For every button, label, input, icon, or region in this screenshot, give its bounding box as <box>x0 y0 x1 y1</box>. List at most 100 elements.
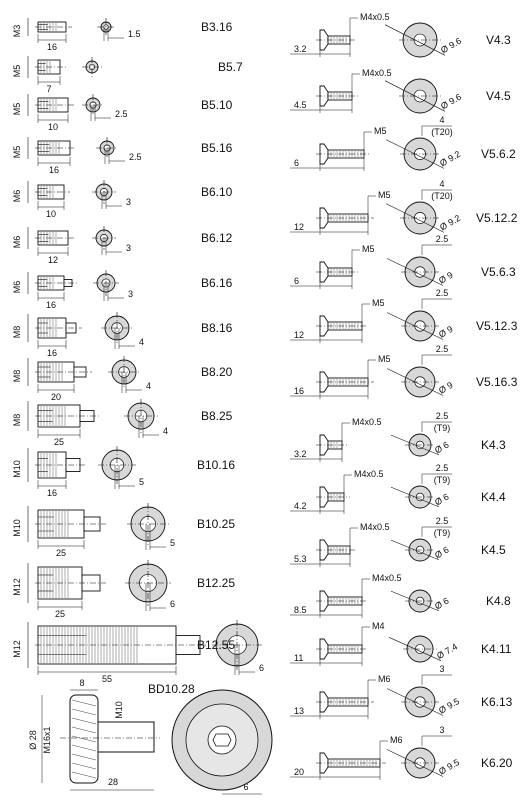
diameter-dimension: 4 <box>163 426 168 436</box>
length-dimension: 12 <box>294 222 304 232</box>
thread-label: M12 <box>12 640 22 658</box>
tip-dimension: 3 <box>439 664 444 674</box>
tip-dimension: 2.5 <box>436 234 449 244</box>
thread-label: M5 <box>374 126 387 136</box>
length-dimension: 12 <box>294 330 304 340</box>
diameter-dimension: Ø 9.6 <box>439 36 463 56</box>
diameter-dimension: 2.5 <box>129 152 142 162</box>
tip-dimension: 2.5 <box>436 463 449 473</box>
thread-label: M4x0.5 <box>372 573 402 583</box>
length-dimension: 6 <box>294 276 299 286</box>
length-dimension: 55 <box>102 674 112 684</box>
thread-label: M4x0.5 <box>360 522 390 532</box>
diameter-dimension: Ø 7.4 <box>435 641 459 661</box>
length-dimension: 5.3 <box>294 554 307 564</box>
length-dimension: 25 <box>54 437 64 447</box>
part-label: K4.4 <box>481 490 506 504</box>
diameter-dimension: 6 <box>259 663 264 673</box>
part-label: K4.3 <box>481 438 506 452</box>
thread-label: M5 <box>362 244 375 254</box>
diameter-dimension: Ø 6 <box>433 545 451 561</box>
diameter-dimension: Ø 9 <box>437 324 455 340</box>
part-label: B5.16 <box>201 141 233 155</box>
thread-label: M8 <box>12 326 22 339</box>
part-label: V5.12.3 <box>476 319 518 333</box>
part-label: B3.16 <box>201 20 233 34</box>
diameter-dimension: Ø 9.6 <box>439 92 463 112</box>
diameter-dimension: Ø 9.5 <box>437 696 461 716</box>
diameter-dimension: Ø 6 <box>433 440 451 456</box>
part-label: B6.12 <box>201 231 233 245</box>
tip-dimension: 4 <box>439 115 444 125</box>
part-label: K6.13 <box>481 695 513 709</box>
diameter-dimension: 4 <box>139 337 144 347</box>
length-dimension: 10 <box>48 122 58 132</box>
length-dimension: 28 <box>108 777 118 787</box>
diameter-dimension: Ø 9.5 <box>437 757 461 777</box>
thread-label: M5 <box>12 103 22 116</box>
part-label: BD10.28 <box>148 682 195 696</box>
outer-diameter: Ø 28 <box>28 730 38 750</box>
length-dimension: 16 <box>46 300 56 310</box>
flange-dimension: 8 <box>79 678 84 688</box>
diameter-dimension: 5 <box>139 477 144 487</box>
length-dimension: 12 <box>48 255 58 265</box>
length-dimension: 20 <box>294 767 304 777</box>
thread-label: M4x0.5 <box>360 12 390 22</box>
torx-size: (T9) <box>434 528 451 538</box>
diameter-dimension: Ø 9 <box>437 270 455 286</box>
screw-shank <box>327 644 363 654</box>
part-label: B5.7 <box>218 60 243 74</box>
inner-thread: M16x1 <box>42 726 52 753</box>
part-label: B12.25 <box>197 576 235 590</box>
tip-dimension: 2.5 <box>436 344 449 354</box>
part-label: B10.25 <box>197 517 235 531</box>
part-label: B8.25 <box>201 409 233 423</box>
thread-label: M10 <box>114 701 124 719</box>
shaft <box>97 721 155 753</box>
length-dimension: 4.5 <box>294 100 307 110</box>
thread-label: M4x0.5 <box>354 469 384 479</box>
thread-label: M8 <box>12 370 22 383</box>
length-dimension: 20 <box>51 392 61 402</box>
diameter-dimension: 3 <box>126 197 131 207</box>
part-label: K6.20 <box>481 756 513 770</box>
length-dimension: 11 <box>294 653 303 663</box>
part-B8-16: M8 16 4 B8.16 <box>12 312 233 358</box>
part-label: B6.16 <box>201 276 233 290</box>
tip-dimension: 4 <box>439 179 444 189</box>
hex-dimension: 6 <box>243 782 248 792</box>
thread-label: M6 <box>12 190 22 203</box>
part-label: K4.8 <box>486 594 511 608</box>
length-dimension: 16 <box>49 165 59 175</box>
part-label: B8.20 <box>201 365 233 379</box>
part-label: V4.3 <box>486 33 511 47</box>
thread-label: M6 <box>390 735 403 745</box>
length-dimension: 16 <box>294 386 304 396</box>
part-label: V5.12.2 <box>476 211 518 225</box>
length-dimension: 16 <box>47 42 57 52</box>
thread-label: M6 <box>378 674 391 684</box>
part-BD10-28: BD10.28 8 28 Ø 28 M16x1 M10 6 <box>28 678 273 795</box>
part-label: K4.5 <box>481 543 506 557</box>
length-dimension: 16 <box>47 348 57 358</box>
length-dimension: 3.2 <box>294 449 307 459</box>
part-label: B8.16 <box>201 321 233 335</box>
